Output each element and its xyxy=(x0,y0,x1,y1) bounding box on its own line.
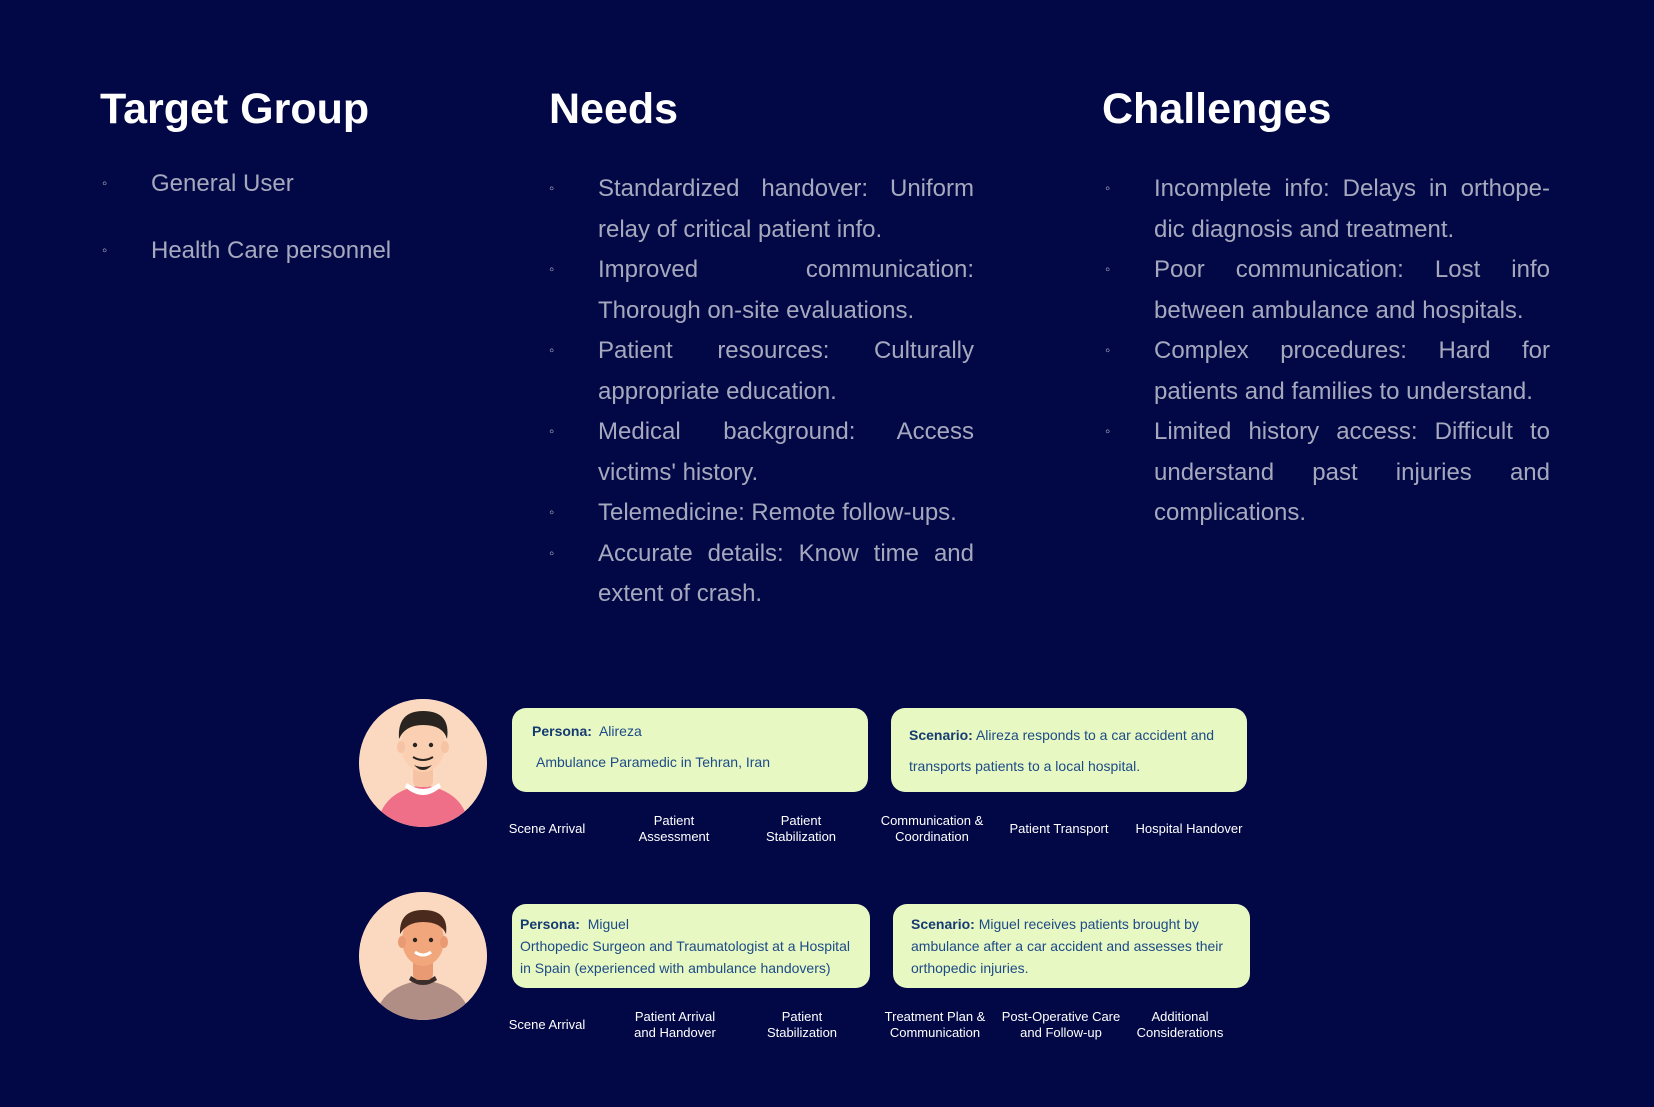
list-item: ◦ Accurate details: Know time and extent … xyxy=(549,534,974,615)
avatar-illustration-icon xyxy=(359,892,487,1020)
journey-step: Post-Operative Care and Follow-up xyxy=(1001,1009,1121,1040)
bullet-icon: ◦ xyxy=(549,180,555,197)
journey-step: Additional Considerations xyxy=(1136,1009,1224,1040)
needs-title: Needs xyxy=(549,85,679,133)
target-group-title: Target Group xyxy=(100,85,370,133)
scenario-text: Miguel receives patients brought by ambu… xyxy=(911,916,1224,976)
target-group-item: Health Care personnel xyxy=(151,237,392,264)
needs-item: Medical background: Access victims' hist… xyxy=(598,418,974,486)
challenges-item: Poor communication: Lost info between am… xyxy=(1154,256,1550,324)
list-item: ◦ Improved communication: Thorough on-sit… xyxy=(549,250,974,331)
journey-step: Patient Stabilization xyxy=(766,1009,838,1040)
persona-role: Ambulance Paramedic in Tehran, Iran xyxy=(536,754,770,770)
list-item: ◦ Patient resources: Culturally appropria… xyxy=(549,331,974,412)
needs-list: ◦ Standardized handover: Uniform relay of… xyxy=(549,169,974,615)
journey-step: Patient Arrival and Handover xyxy=(634,1009,716,1040)
list-item: ◦ Medical background: Access victims' his… xyxy=(549,412,974,493)
persona-card-miguel: Persona: Miguel Orthopedic Surgeon and T… xyxy=(512,904,870,988)
scenario-text: Alireza responds to a car accident and t… xyxy=(909,727,1215,774)
persona-name: Alireza xyxy=(598,723,642,739)
bullet-icon: ◦ xyxy=(102,175,108,192)
persona-avatar-miguel xyxy=(359,892,487,1020)
journey-step: Hospital Handover xyxy=(1135,821,1243,836)
list-item: ◦ Poor communication: Lost info between a… xyxy=(1105,250,1550,331)
journey-step: Scene Arrival xyxy=(508,821,586,836)
persona-label: Persona: xyxy=(532,723,592,739)
needs-item: Standardized handover: Uniform relay of … xyxy=(598,175,974,243)
journey-step: Patient Assessment xyxy=(638,813,710,844)
challenges-title: Challenges xyxy=(1102,85,1332,133)
challenges-item: Limited history access: Difficult to und… xyxy=(1154,418,1550,526)
scenario-label: Scenario: xyxy=(911,916,975,932)
bullet-icon: ◦ xyxy=(549,261,555,278)
list-item: ◦ Telemedicine: Remote follow-ups. xyxy=(549,493,974,534)
list-item: ◦ Standardized handover: Uniform relay of… xyxy=(549,169,974,250)
persona-label: Persona: xyxy=(520,916,580,932)
journey-step: Patient Stabilization xyxy=(765,813,837,844)
bullet-icon: ◦ xyxy=(1105,261,1111,278)
needs-item: Telemedicine: Remote follow-ups. xyxy=(598,499,957,526)
journey-step: Patient Transport xyxy=(1009,821,1109,836)
persona-role: Orthopedic Surgeon and Traumatologist at… xyxy=(520,938,850,976)
needs-item: Accurate details: Know time and extent o… xyxy=(598,539,974,608)
list-item: ◦ Limited history access: Difficult to un… xyxy=(1105,412,1550,534)
bullet-icon: ◦ xyxy=(1105,342,1111,359)
scenario-card-alireza: Scenario: Alireza responds to a car acci… xyxy=(891,708,1247,792)
journey-step: Communication & Coordination xyxy=(880,813,984,844)
target-group-list: ◦ General User ◦ Health Care personnel xyxy=(102,167,471,301)
list-item: ◦ Complex procedures: Hard for patients a… xyxy=(1105,331,1550,412)
challenges-list: ◦ Incomplete info: Delays in orthope-dic … xyxy=(1105,169,1550,534)
list-item: ◦ Health Care personnel xyxy=(102,234,471,268)
scenario-card-miguel: Scenario: Miguel receives patients broug… xyxy=(893,904,1250,988)
list-item: ◦ Incomplete info: Delays in orthope-dic … xyxy=(1105,169,1550,250)
bullet-icon: ◦ xyxy=(1105,423,1111,440)
needs-item: Improved communication: Thorough on-site… xyxy=(598,256,974,324)
persona-name: Miguel xyxy=(587,916,629,932)
persona-card-alireza: Persona: Alireza Ambulance Paramedic in … xyxy=(512,708,868,792)
challenges-item: Complex procedures: Hard for patients an… xyxy=(1154,337,1550,405)
bullet-icon: ◦ xyxy=(549,423,555,440)
target-group-item: General User xyxy=(151,170,294,197)
avatar-illustration-icon xyxy=(359,699,487,827)
bullet-icon: ◦ xyxy=(549,342,555,359)
persona-avatar-alireza xyxy=(359,699,487,827)
bullet-icon: ◦ xyxy=(1105,180,1111,197)
journey-step: Scene Arrival xyxy=(508,1017,586,1032)
bullet-icon: ◦ xyxy=(102,242,108,259)
scenario-label: Scenario: xyxy=(909,727,973,743)
bullet-icon: ◦ xyxy=(549,504,555,521)
list-item: ◦ General User xyxy=(102,167,471,201)
needs-item: Patient resources: Culturally appropriat… xyxy=(598,337,974,405)
challenges-item: Incomplete info: Delays in orthope-dic d… xyxy=(1154,175,1550,243)
bullet-icon: ◦ xyxy=(549,544,555,562)
journey-step: Treatment Plan & Communication xyxy=(884,1009,986,1040)
